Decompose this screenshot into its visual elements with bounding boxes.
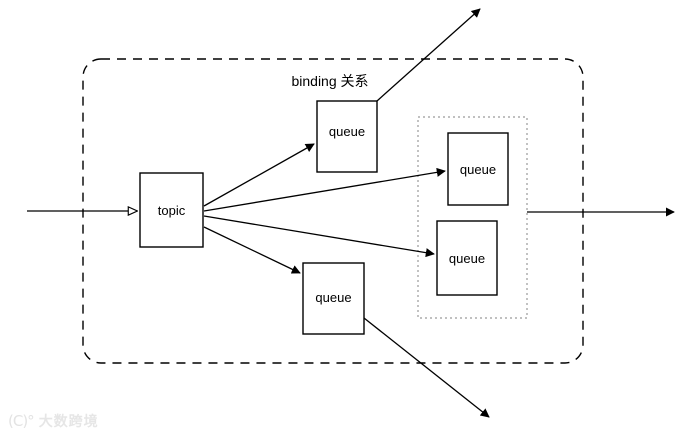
node-queue-inner-upper-label: queue [460, 162, 496, 177]
node-queue-bottom[interactable]: queue [302, 262, 365, 335]
node-queue-inner-lower[interactable]: queue [436, 220, 498, 296]
node-queue-top-label: queue [329, 124, 365, 139]
node-topic-label: topic [158, 203, 186, 218]
edge-topic-queue-top [203, 143, 315, 207]
node-queue-top-rect[interactable] [316, 100, 378, 173]
node-queue-inner-upper[interactable]: queue [447, 132, 509, 206]
binding-group-label: binding 关系 [291, 73, 368, 89]
edge-topic-queue-inner-lower [203, 215, 435, 258]
node-queue-inner-lower-rect[interactable] [436, 220, 498, 296]
node-queue-top[interactable]: queue [316, 100, 378, 173]
node-queue-bottom-label: queue [315, 290, 351, 305]
edge-topic-queue-bottom [203, 226, 301, 274]
node-queue-bottom-rect[interactable] [302, 262, 365, 335]
node-queue-inner-upper-rect[interactable] [447, 132, 509, 206]
node-topic-rect[interactable] [139, 172, 204, 248]
edge-queue-top-out [376, 8, 481, 102]
edge-topic-queue-inner-upper [203, 167, 446, 212]
edge-queue-bottom-out [363, 317, 490, 418]
node-topic[interactable]: topic [139, 172, 204, 248]
node-queue-inner-lower-label: queue [449, 251, 485, 266]
